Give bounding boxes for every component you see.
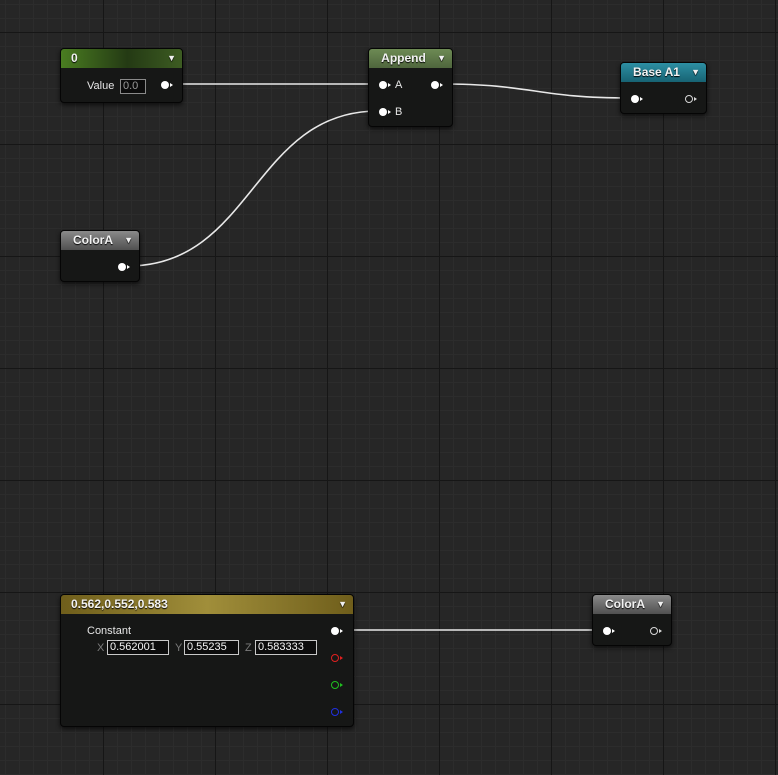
constant-green-output-pin-icon[interactable] (331, 681, 343, 689)
colora-node-bottom-title: ColorA (605, 597, 645, 611)
constant-rgb-output-pin-icon[interactable] (331, 627, 343, 635)
chevron-down-icon[interactable]: ▼ (338, 599, 347, 609)
colora-node-top[interactable]: ColorA ▼ (60, 230, 140, 282)
chevron-down-icon[interactable]: ▼ (437, 53, 446, 63)
wire-append-to-base (439, 83, 631, 99)
append-output-pin-icon[interactable] (431, 81, 443, 89)
value-label: Value (87, 80, 115, 92)
constant-node-title: 0.562,0.552,0.583 (71, 597, 168, 611)
base-a1-node-title: Base A1 (633, 65, 680, 79)
chevron-down-icon[interactable]: ▼ (691, 67, 700, 77)
constant-blue-output-pin-icon[interactable] (331, 708, 343, 716)
base-a1-input-pin-icon[interactable] (631, 95, 643, 103)
append-node[interactable]: Append ▼ A B (368, 48, 453, 127)
y-value-field[interactable]: 0.55235 (184, 640, 239, 655)
z-axis-label: Z (245, 642, 252, 654)
value-field[interactable]: 0.0 (120, 79, 146, 94)
base-a1-node[interactable]: Base A1 ▼ (620, 62, 707, 114)
y-axis-label: Y (175, 642, 183, 654)
append-input-b-label: B (395, 106, 403, 118)
append-node-header[interactable]: Append ▼ (369, 49, 452, 68)
scalar-node[interactable]: 0 ▼ Value 0.0 (60, 48, 183, 103)
colora-node-bottom-header[interactable]: ColorA ▼ (593, 595, 671, 614)
base-a1-output-pin-icon[interactable] (685, 95, 697, 103)
scalar-output-pin-icon[interactable] (161, 81, 173, 89)
colora-bottom-input-pin-icon[interactable] (603, 627, 615, 635)
append-input-b-pin-icon[interactable] (379, 108, 391, 116)
constant-label: Constant (87, 625, 132, 637)
base-a1-node-header[interactable]: Base A1 ▼ (621, 63, 706, 82)
colora-node-bottom[interactable]: ColorA ▼ (592, 594, 672, 646)
constant-red-output-pin-icon[interactable] (331, 654, 343, 662)
append-node-title: Append (381, 51, 426, 65)
constant-node[interactable]: 0.562,0.552,0.583 ▼ Constant X 0.562001 … (60, 594, 354, 727)
chevron-down-icon[interactable]: ▼ (656, 599, 665, 609)
scalar-node-header[interactable]: 0 ▼ (61, 49, 182, 68)
colora-top-output-pin-icon[interactable] (118, 263, 130, 271)
wire-colora-to-append-b (127, 110, 379, 267)
scalar-node-title: 0 (71, 51, 78, 65)
append-input-a-pin-icon[interactable] (379, 81, 391, 89)
x-value-field[interactable]: 0.562001 (107, 640, 169, 655)
chevron-down-icon[interactable]: ▼ (124, 235, 133, 245)
colora-node-top-title: ColorA (73, 233, 113, 247)
chevron-down-icon[interactable]: ▼ (167, 53, 176, 63)
colora-bottom-output-pin-icon[interactable] (650, 627, 662, 635)
colora-node-top-header[interactable]: ColorA ▼ (61, 231, 139, 250)
append-input-a-label: A (395, 79, 403, 91)
constant-node-header[interactable]: 0.562,0.552,0.583 ▼ (61, 595, 353, 614)
x-axis-label: X (97, 642, 105, 654)
z-value-field[interactable]: 0.583333 (255, 640, 317, 655)
